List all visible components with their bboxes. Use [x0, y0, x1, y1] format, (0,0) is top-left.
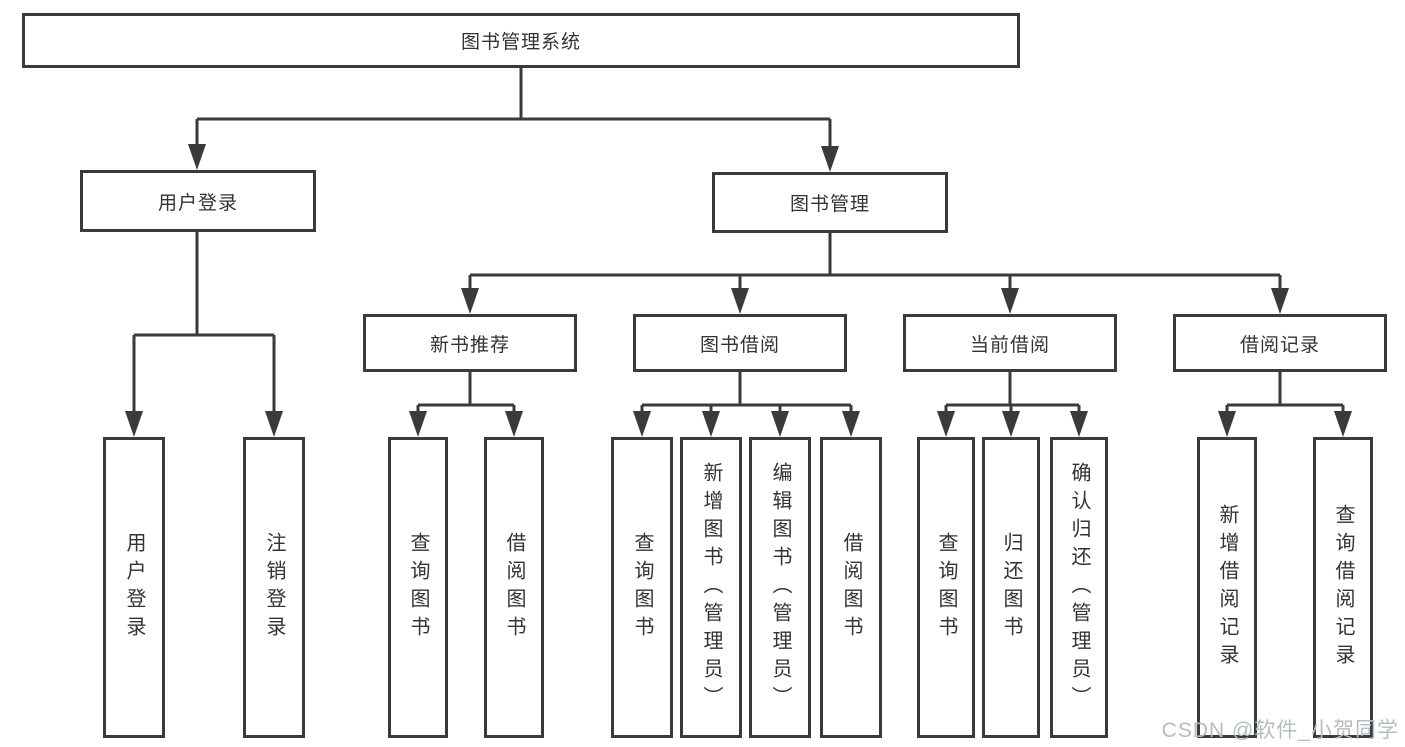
- leaf-label: 借阅图书: [503, 531, 525, 644]
- leaf-query-books-borrow: 查询图书: [611, 437, 673, 738]
- node-user-login: 用户登录: [80, 170, 316, 232]
- leaf-edit-books-admin: 编辑图书（管理员）: [749, 437, 811, 738]
- leaf-label: 新增借阅记录: [1216, 503, 1238, 672]
- leaf-query-books-recommend: 查询图书: [388, 437, 448, 738]
- node-library-management-system: 图书管理系统: [22, 13, 1020, 68]
- leaf-label: 确认归还（管理员）: [1068, 461, 1090, 714]
- leaf-confirm-return-admin: 确认归还（管理员）: [1050, 437, 1108, 738]
- leaf-borrow-books: 借阅图书: [820, 437, 882, 738]
- leaf-add-borrow-record: 新增借阅记录: [1197, 437, 1257, 738]
- leaf-query-books-current: 查询图书: [917, 437, 975, 738]
- leaf-add-books-admin: 新增图书（管理员）: [680, 437, 742, 738]
- node-label: 用户登录: [157, 192, 238, 214]
- node-new-book-recommend: 新书推荐: [363, 314, 577, 372]
- node-book-management: 图书管理: [712, 172, 948, 233]
- leaf-user-login: 用户登录: [103, 437, 165, 738]
- leaf-label: 用户登录: [123, 531, 145, 644]
- leaf-logout: 注销登录: [243, 437, 305, 738]
- node-borrow-records: 借阅记录: [1173, 314, 1387, 372]
- leaf-return-books: 归还图书: [982, 437, 1040, 738]
- leaf-label: 注销登录: [263, 531, 285, 644]
- node-label: 图书管理: [789, 194, 870, 215]
- node-label: 新书推荐: [429, 334, 510, 356]
- csdn-watermark: CSDN @软件_小贺同学: [1161, 719, 1399, 742]
- leaf-label: 查询借阅记录: [1332, 503, 1354, 672]
- node-label: 当前借阅: [969, 334, 1050, 356]
- node-current-borrow: 当前借阅: [903, 314, 1117, 372]
- node-label: 图书管理系统: [460, 32, 581, 53]
- node-label: 借阅记录: [1239, 334, 1320, 356]
- leaf-label: 归还图书: [1000, 531, 1022, 644]
- leaf-query-borrow-record: 查询借阅记录: [1313, 437, 1373, 738]
- node-book-borrow: 图书借阅: [633, 314, 847, 372]
- leaf-label: 查询图书: [631, 531, 653, 644]
- leaf-label: 新增图书（管理员）: [700, 461, 722, 714]
- leaf-label: 编辑图书（管理员）: [769, 461, 791, 714]
- leaf-label: 查询图书: [935, 531, 957, 644]
- node-label: 图书借阅: [699, 334, 780, 356]
- leaf-borrow-books-recommend: 借阅图书: [484, 437, 544, 738]
- leaf-label: 查询图书: [407, 531, 429, 644]
- leaf-label: 借阅图书: [840, 531, 862, 644]
